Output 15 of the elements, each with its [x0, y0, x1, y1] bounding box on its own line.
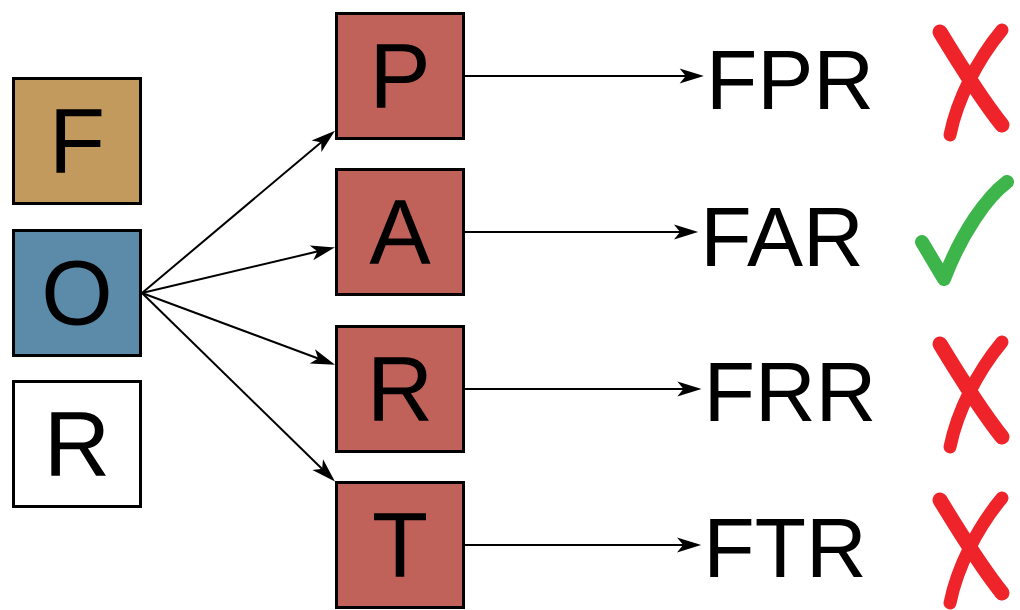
letter-box: R — [335, 325, 465, 453]
cross-mark — [932, 335, 1010, 454]
cross-mark — [932, 491, 1010, 610]
letter-box: A — [335, 168, 465, 296]
result-label: FRR — [710, 363, 873, 421]
letter-box: O — [12, 229, 142, 357]
check-mark — [915, 175, 1014, 286]
letter-box: P — [335, 12, 465, 140]
letter-box: T — [335, 481, 465, 609]
result-label: FPR — [712, 51, 871, 109]
result-label: FTR — [710, 519, 863, 577]
result-label: FAR — [707, 208, 860, 266]
cross-mark — [932, 23, 1010, 142]
letter-box: F — [12, 77, 142, 205]
letter-box: R — [12, 380, 142, 508]
